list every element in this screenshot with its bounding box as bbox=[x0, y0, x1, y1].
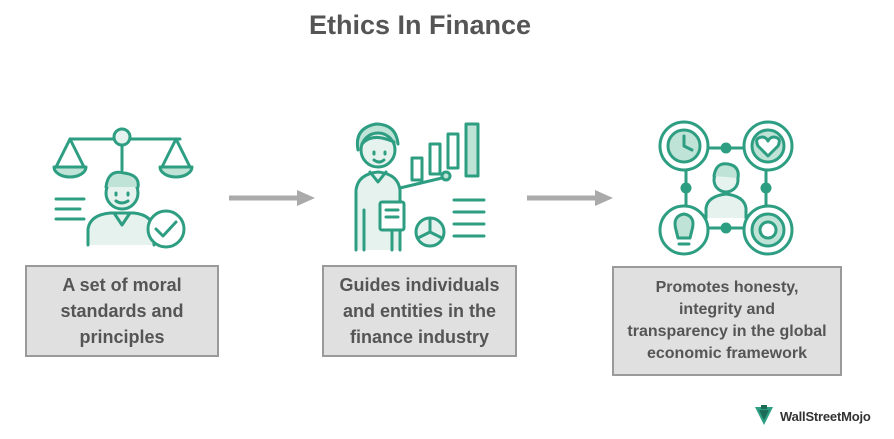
arrow-right-icon bbox=[229, 190, 315, 206]
step-box: Promotes honesty, integrity and transpar… bbox=[612, 266, 842, 376]
step-text-line: economic framework bbox=[646, 345, 808, 362]
step-text-line: integrity and bbox=[678, 301, 775, 318]
presenter-chart-icon bbox=[354, 122, 486, 252]
scales-person-check-icon bbox=[52, 127, 194, 249]
person-network-values-icon bbox=[658, 120, 794, 256]
brand-name: WallStreetMojo bbox=[780, 408, 871, 424]
step-box: A set of moral standards and principles bbox=[25, 265, 219, 357]
arrow-right-icon bbox=[527, 190, 613, 206]
step-text-line: Promotes honesty, bbox=[655, 279, 799, 296]
step-box: Guides individuals and entities in the f… bbox=[322, 265, 517, 357]
wallstreetmojo-logo-icon bbox=[755, 405, 773, 425]
step-text-line: Guides individuals bbox=[339, 275, 500, 295]
step-text-line: finance industry bbox=[349, 327, 490, 347]
page-title: Ethics In Finance bbox=[308, 10, 532, 40]
step-text-line: A set of moral bbox=[62, 275, 182, 295]
step-text-line: principles bbox=[79, 327, 165, 347]
step-text-line: standards and bbox=[60, 301, 184, 321]
step-text-line: and entities in the bbox=[342, 301, 497, 321]
brand-logo: WallStreetMojo bbox=[752, 404, 871, 428]
step-text-line: transparency in the global bbox=[627, 323, 827, 340]
